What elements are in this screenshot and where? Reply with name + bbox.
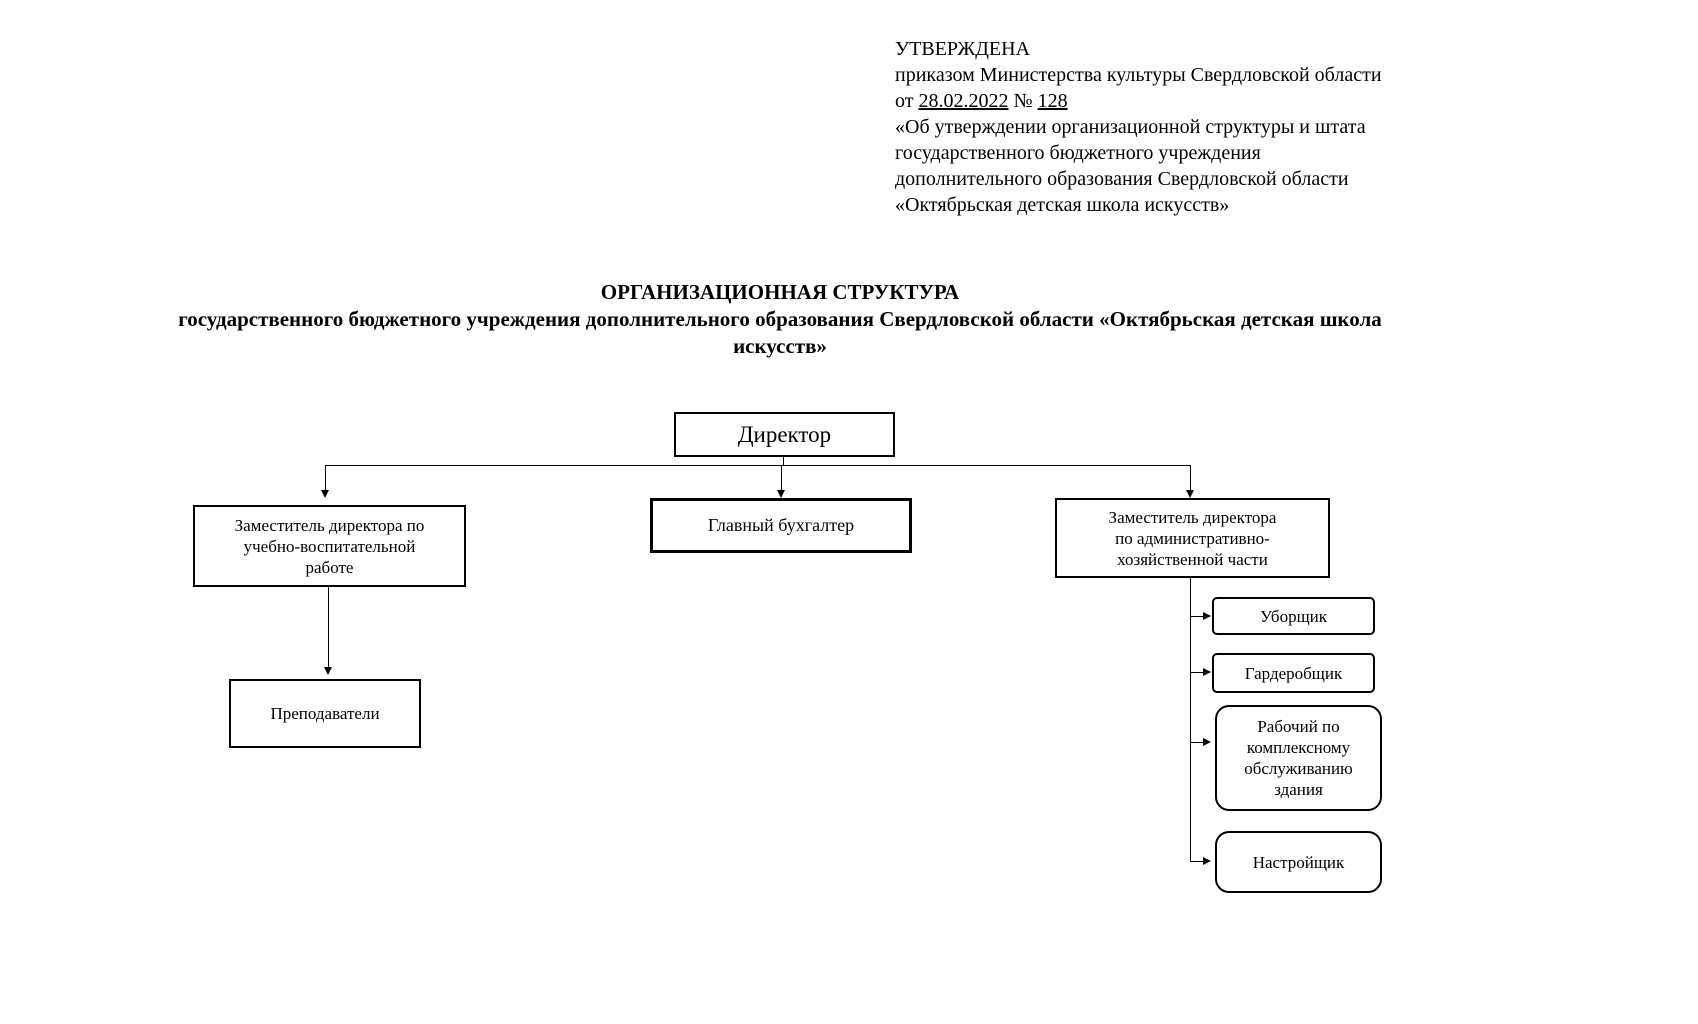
node-chief-accountant-label: Главный бухгалтер (707, 515, 855, 535)
arrowhead-down-left (321, 490, 329, 498)
connector-trunk (325, 465, 1191, 466)
approval-line-6: дополнительного образования Свердловской… (895, 168, 1349, 190)
node-deputy-admin-line-1: Заместитель директора (1108, 507, 1277, 527)
node-cleaner-label: Уборщик (1259, 606, 1328, 626)
order-number: 128 (1037, 90, 1068, 112)
connector-drop-center (781, 465, 782, 491)
order-number-sign: № (1008, 90, 1038, 112)
approval-line-2: приказом Министерства культуры Свердловс… (895, 64, 1382, 86)
node-deputy-education-line-2: учебно-воспитательной (243, 536, 416, 556)
approval-line-3: от 28.02.2022 № 128 (895, 88, 1475, 114)
title-line-3: искусств» (733, 334, 827, 358)
node-cleaner: Уборщик (1212, 597, 1375, 635)
connector-drop-right (1190, 465, 1191, 491)
connector-director-stub (783, 457, 784, 465)
node-director: Директор (674, 412, 895, 457)
order-date: 28.02.2022 (918, 90, 1009, 112)
approval-line-1: УТВЕРЖДЕНА (895, 38, 1031, 60)
approval-block: УТВЕРЖДЕНА приказом Министерства культур… (895, 36, 1475, 218)
node-teachers: Преподаватели (229, 679, 421, 748)
arrowhead-down-right (1186, 490, 1194, 498)
arrowhead-down-teachers (324, 667, 332, 675)
connector-to-tuner (1190, 861, 1203, 862)
connector-to-wardrobe (1190, 672, 1203, 673)
connector-admin-spine (1190, 578, 1191, 862)
node-maintenance-line-4: здания (1274, 780, 1323, 799)
node-deputy-admin: Заместитель директора по административно… (1055, 498, 1330, 578)
node-maintenance-worker: Рабочий по комплексному обслуживанию зда… (1215, 705, 1382, 811)
connector-drop-left (325, 465, 326, 491)
arrowhead-right-tuner (1203, 857, 1211, 865)
node-teachers-label: Преподаватели (270, 704, 380, 723)
node-deputy-admin-line-3: хозяйственной части (1117, 549, 1268, 569)
title-line-1: ОРГАНИЗАЦИОННАЯ СТРУКТУРА (600, 280, 960, 304)
title-line-2: государственного бюджетного учреждения д… (178, 307, 1382, 331)
arrowhead-right-maintenance (1203, 738, 1211, 746)
approval-line-5: государственного бюджетного учреждения (895, 142, 1261, 164)
node-wardrobe-attendant-label: Гардеробщик (1244, 663, 1343, 683)
node-deputy-education-line-3: работе (305, 557, 354, 577)
document-title: ОРГАНИЗАЦИОННАЯ СТРУКТУРА государственно… (100, 279, 1460, 360)
node-deputy-education: Заместитель директора по учебно-воспитат… (193, 505, 466, 587)
arrowhead-right-wardrobe (1203, 668, 1211, 676)
node-chief-accountant: Главный бухгалтер (650, 498, 912, 553)
connector-to-maintenance (1190, 742, 1203, 743)
node-maintenance-line-1: Рабочий по (1257, 717, 1340, 736)
approval-line-7: «Октябрьская детская школа искусств» (895, 194, 1230, 216)
approval-line-4: «Об утверждении организационной структур… (895, 116, 1366, 138)
connector-to-cleaner (1190, 616, 1203, 617)
order-date-prefix: от (895, 90, 919, 112)
node-piano-tuner-label: Настройщик (1252, 852, 1345, 872)
node-maintenance-line-2: комплексному (1246, 738, 1351, 757)
arrowhead-down-center (777, 490, 785, 498)
arrowhead-right-cleaner (1203, 612, 1211, 620)
connector-deputy-to-teachers (328, 587, 329, 669)
node-deputy-admin-line-2: по административно- (1115, 528, 1270, 548)
node-piano-tuner: Настройщик (1215, 831, 1382, 893)
node-deputy-education-line-1: Заместитель директора по (234, 515, 425, 535)
node-maintenance-line-3: обслуживанию (1244, 759, 1353, 778)
node-wardrobe-attendant: Гардеробщик (1212, 653, 1375, 693)
node-director-label: Директор (737, 422, 832, 447)
